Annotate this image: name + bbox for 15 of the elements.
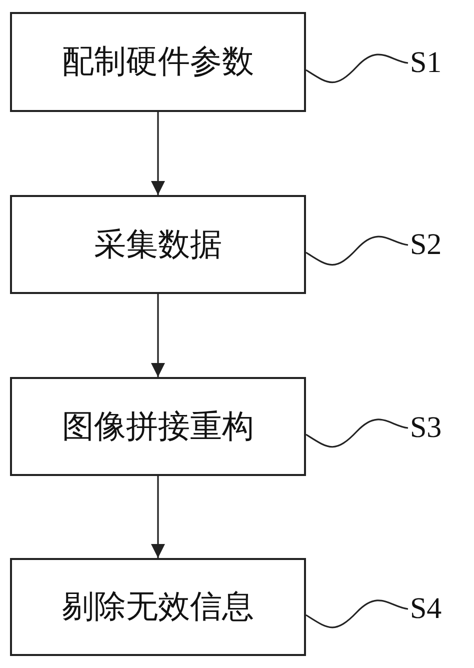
arrow [151,476,165,558]
process-box: 配制硬件参数 [10,12,306,112]
leader-line [306,236,408,266]
step-label: S2 [410,230,442,260]
leader-line [306,54,408,84]
arrow [151,112,165,195]
step-label: S4 [410,594,442,624]
leader-line [306,600,408,628]
arrow [151,294,165,377]
step-label: S3 [410,413,442,443]
leader-line [306,418,408,448]
process-box: 采集数据 [10,195,306,294]
process-box: 图像拼接重构 [10,377,306,476]
process-box: 剔除无效信息 [10,558,306,656]
step-label: S1 [410,48,442,78]
